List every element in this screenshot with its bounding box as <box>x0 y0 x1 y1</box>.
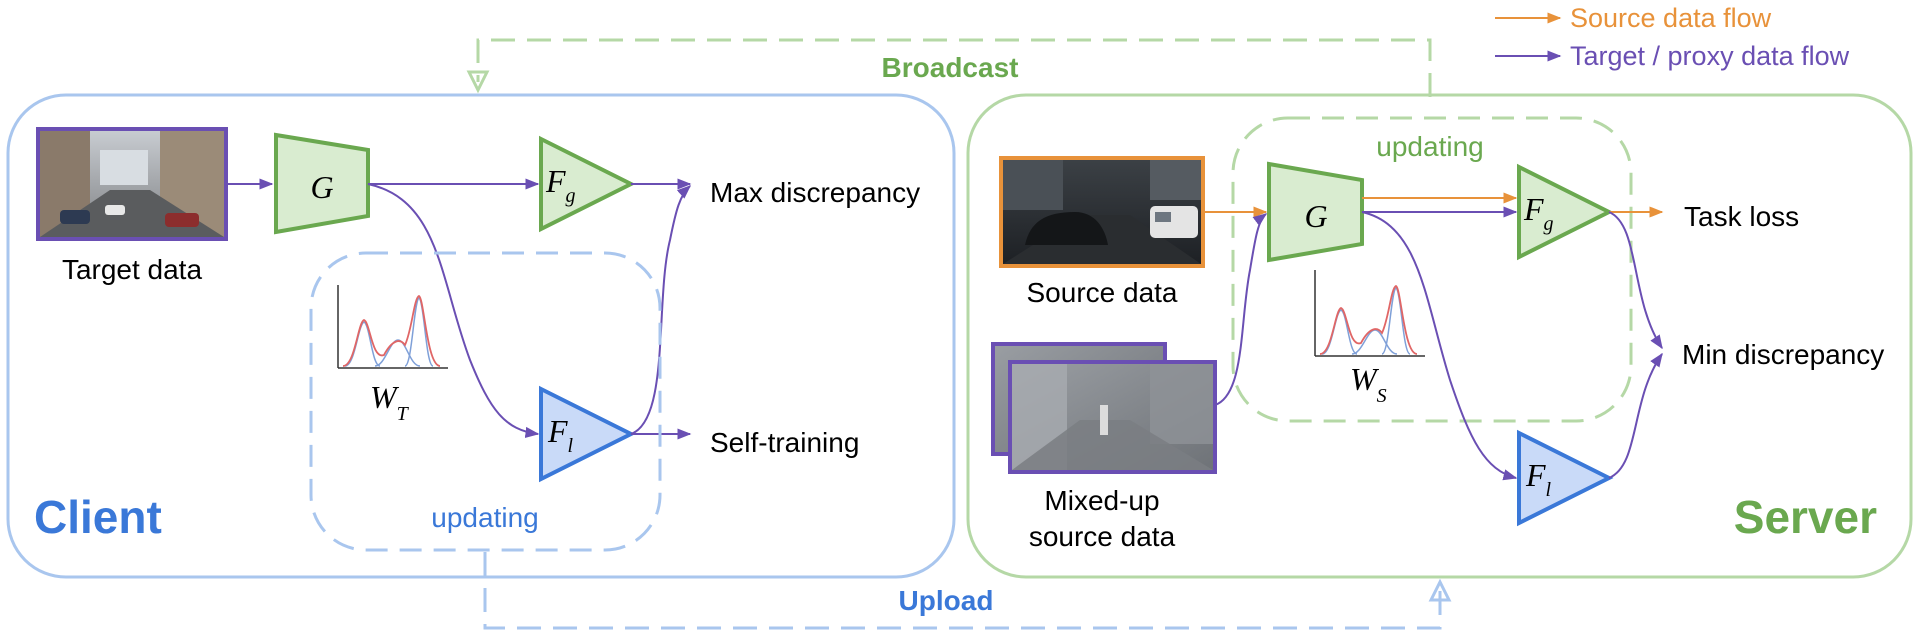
broadcast-loop: Broadcast <box>466 38 1432 97</box>
task-loss-label: Task loss <box>1684 201 1799 232</box>
mixed-label-line2: source data <box>1029 521 1176 552</box>
server-border <box>966 93 1913 579</box>
client-local-head-label: Fl <box>547 413 574 457</box>
self-training-label: Self-training <box>710 427 859 458</box>
target-data-label: Target data <box>62 254 203 285</box>
client-generator-label: G <box>310 169 333 205</box>
client-weights-label: WT <box>370 379 410 425</box>
legend-target-flow: Target / proxy data flow <box>1570 41 1850 71</box>
server-updating-label: updating <box>1376 131 1483 162</box>
server-label: Server <box>1734 491 1877 543</box>
target-image <box>36 127 228 241</box>
mixed-image <box>991 342 1217 474</box>
server-distribution-icon <box>1314 270 1425 357</box>
client-updating-region <box>309 251 662 552</box>
mixed-label-line1: Mixed-up <box>1044 485 1159 516</box>
server-updating-region <box>1231 116 1633 423</box>
server-generator <box>1267 161 1364 263</box>
client-border <box>6 93 956 579</box>
legend: Source data flow Target / proxy data flo… <box>1495 3 1850 71</box>
max-discrepancy-label: Max discrepancy <box>710 177 920 208</box>
broadcast-label: Broadcast <box>882 52 1019 83</box>
server-local-head-label: Fl <box>1525 457 1552 501</box>
client-global-head-label: Fg <box>545 163 576 207</box>
server-weights-label: WS <box>1350 361 1387 407</box>
server-local-head <box>1517 429 1614 527</box>
client-local-head <box>539 385 636 483</box>
client-global-head <box>539 135 636 233</box>
client-label: Client <box>34 491 162 543</box>
server-panel: Server updating Source data Mixed-up sou… <box>966 93 1913 579</box>
client-distribution-icon <box>337 285 448 369</box>
client-generator <box>274 132 370 235</box>
min-discrepancy-label: Min discrepancy <box>1682 339 1884 370</box>
upload-loop: Upload <box>483 552 1452 630</box>
server-global-head-label: Fg <box>1523 191 1554 235</box>
server-generator-label: G <box>1304 198 1327 234</box>
client-panel: Client Target data G Fg Fl Max discre <box>6 93 956 579</box>
broadcast-arrowhead <box>466 70 490 94</box>
client-updating-label: updating <box>431 502 538 533</box>
legend-source-flow: Source data flow <box>1570 3 1772 33</box>
server-global-head <box>1517 163 1614 261</box>
upload-label: Upload <box>899 585 994 616</box>
upload-arrowhead <box>1428 578 1452 602</box>
source-image <box>999 156 1205 268</box>
source-data-label: Source data <box>1027 277 1178 308</box>
